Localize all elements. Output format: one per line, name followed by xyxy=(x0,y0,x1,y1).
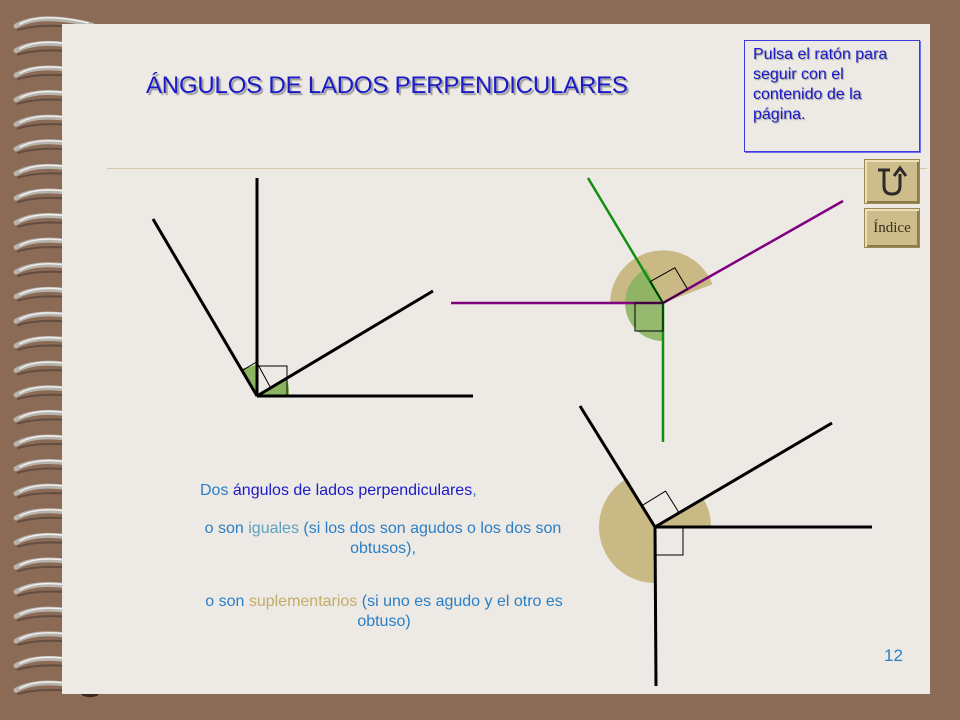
page-title: ÁNGULOS DE LADOS PERPENDICULARES xyxy=(146,72,628,99)
line-ray xyxy=(654,421,833,529)
case-prefix: o son xyxy=(204,520,249,537)
title-divider xyxy=(107,168,927,169)
obtuse-angle-sector xyxy=(599,478,655,583)
right-angle-mark xyxy=(654,526,684,556)
case-keyword-equal: iguales xyxy=(248,520,299,537)
acute-angles-figure xyxy=(151,178,473,398)
case-keyword-supplementary: suplementarios xyxy=(248,593,358,610)
right-angle-mark xyxy=(641,490,680,528)
line-ray xyxy=(151,218,259,397)
case-prefix: o son xyxy=(205,593,249,610)
right-angle-mark xyxy=(242,361,272,397)
case-condition: (si uno es agudo y el otro es obtuso) xyxy=(357,593,563,630)
index-button[interactable]: Índice xyxy=(864,208,920,248)
right-angle-mark xyxy=(649,267,689,304)
obtuse-angles-figure xyxy=(451,177,844,442)
home-button[interactable] xyxy=(864,159,920,204)
click-to-continue-note[interactable]: Pulsa el ratón para seguir con el conten… xyxy=(744,40,920,152)
line-ray xyxy=(256,289,434,398)
u-turn-arrow-icon xyxy=(878,165,908,196)
statement-line-1: Dos ángulos de lados perpendiculares, xyxy=(200,481,570,501)
page-number: 12 xyxy=(884,646,903,665)
statement-line-3: o son suplementarios (si uno es agudo y … xyxy=(196,592,572,632)
statement-subject: ángulos de lados perpendiculares xyxy=(232,482,473,499)
right-angle-mark xyxy=(256,365,288,397)
statement-suffix: , xyxy=(472,482,477,499)
note-text: Pulsa el ratón para seguir con el conten… xyxy=(753,46,888,123)
right-angle-mark xyxy=(634,302,664,332)
statement-prefix: Dos xyxy=(200,482,233,499)
obtuse-angle-sector xyxy=(610,250,713,303)
case-condition: (si los dos son agudos o los dos son obt… xyxy=(298,520,562,557)
statement-line-2: o son iguales (si los dos son agudos o l… xyxy=(198,519,568,559)
supplementary-angles-figure xyxy=(578,405,872,687)
purple-line xyxy=(662,199,844,305)
